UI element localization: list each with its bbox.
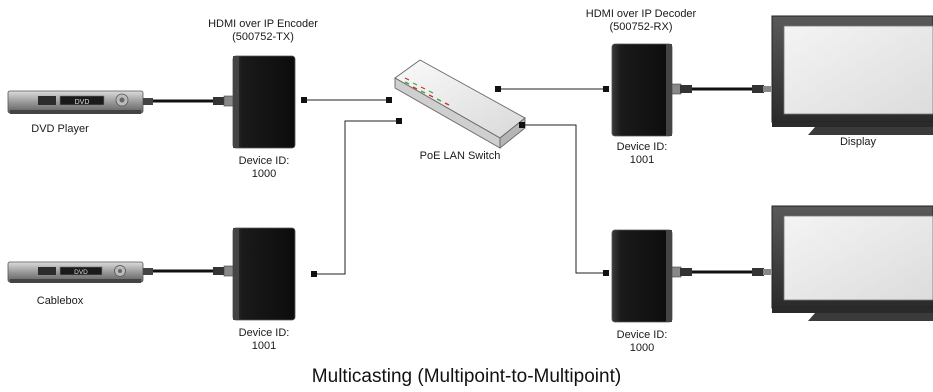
encoder-title: HDMI over IP Encoder (500752-TX) xyxy=(188,18,338,44)
decoder-top-id-value: 1001 xyxy=(629,154,655,166)
dvd-player-label: DVD Player xyxy=(31,123,89,135)
dvd-player: DVD xyxy=(7,90,144,114)
dvd-hdmi-cable xyxy=(143,95,234,107)
decoder-top-id: Device ID: 1001 xyxy=(600,141,684,167)
decoder-top-device xyxy=(611,43,673,137)
switch-label: PoE LAN Switch xyxy=(419,150,501,162)
decoder-title-line2: (500752-RX) xyxy=(609,21,673,33)
encoder-top-id: Device ID: 1000 xyxy=(224,155,304,181)
decoder-bottom-id-value: 1000 xyxy=(629,342,655,354)
network-cables xyxy=(306,88,605,275)
encoder-top-id-value: 1000 xyxy=(251,168,277,180)
encoder-top-device xyxy=(232,55,296,149)
encoder-bottom-id-value: 1001 xyxy=(251,340,277,352)
display-top-monitor xyxy=(771,15,933,135)
encoder-bottom-id: Device ID: 1001 xyxy=(224,327,304,353)
switch-port-leds xyxy=(404,77,450,106)
dvd-display-text: DVD xyxy=(75,99,90,106)
encoder-bottom-id-label: Device ID: xyxy=(238,327,290,339)
cablebox: DVD xyxy=(7,261,144,283)
encoder-title-line1: HDMI over IP Encoder xyxy=(208,18,318,30)
display-bottom-monitor xyxy=(771,205,933,321)
encoder-title-line2: (500752-TX) xyxy=(232,31,294,43)
display-label: Display xyxy=(839,136,877,148)
link-encoder-bottom-switch xyxy=(316,120,398,275)
decoder-bottom-device xyxy=(611,229,673,323)
decoder-top-id-label: Device ID: xyxy=(616,141,668,153)
encoder-bottom-device xyxy=(232,227,296,321)
decoder-top-hdmi-cable xyxy=(671,83,771,95)
decoder-title: HDMI over IP Decoder (500752-RX) xyxy=(566,8,716,34)
diagram-caption: Multicasting (Multipoint-to-Multipoint) xyxy=(311,366,622,387)
cablebox-display-text: DVD xyxy=(74,269,88,276)
cablebox-hdmi-cable xyxy=(143,265,234,277)
link-switch-decoder-bottom xyxy=(522,124,605,274)
poe-lan-switch xyxy=(394,59,526,149)
cablebox-label: Cablebox xyxy=(36,295,84,307)
decoder-bottom-id: Device ID: 1000 xyxy=(600,329,684,355)
decoder-bottom-id-label: Device ID: xyxy=(616,329,668,341)
network-connectors xyxy=(301,86,609,277)
decoder-title-line1: HDMI over IP Decoder xyxy=(585,8,697,20)
encoder-top-id-label: Device ID: xyxy=(238,155,290,167)
decoder-bottom-hdmi-cable xyxy=(671,266,771,278)
